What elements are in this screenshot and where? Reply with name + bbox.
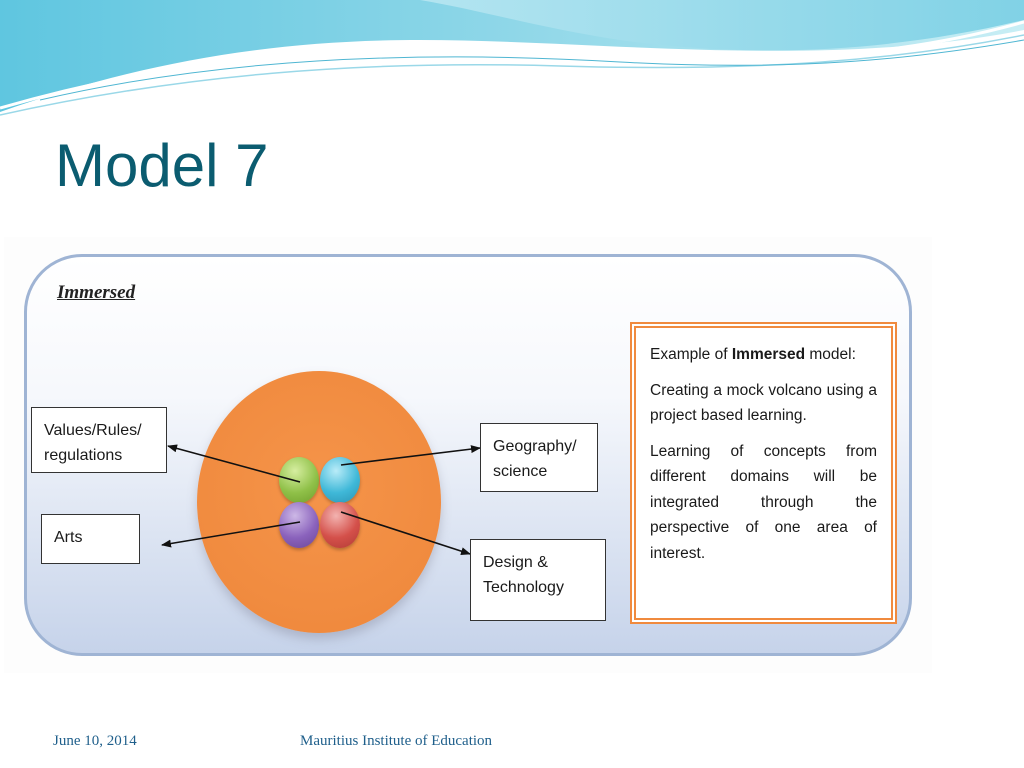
green-ball [279, 457, 319, 503]
top-wave-decoration [0, 0, 1024, 116]
slide-title: Model 7 [55, 132, 269, 199]
red-ball [320, 502, 360, 548]
example-box: Example of Immersed model: Creating a mo… [630, 322, 897, 624]
outer-circle [197, 371, 441, 633]
diagram-heading: Immersed [57, 282, 136, 303]
label-values-rules: Values/Rules/ regulations [31, 407, 167, 473]
label-geography-science: Geography/ science [480, 423, 598, 492]
example-paragraph-1: Creating a mock volcano using a project … [650, 381, 877, 425]
label-arts: Arts [41, 514, 140, 564]
footer-date: June 10, 2014 [53, 733, 137, 749]
blue-ball [320, 457, 360, 503]
example-paragraph-2: Learning of concepts from different doma… [650, 442, 877, 562]
purple-ball [279, 502, 319, 548]
label-design-technology: Design & Technology [470, 539, 606, 621]
example-title: Example of Immersed model: [650, 346, 856, 363]
footer-organization: Mauritius Institute of Education [300, 733, 493, 749]
